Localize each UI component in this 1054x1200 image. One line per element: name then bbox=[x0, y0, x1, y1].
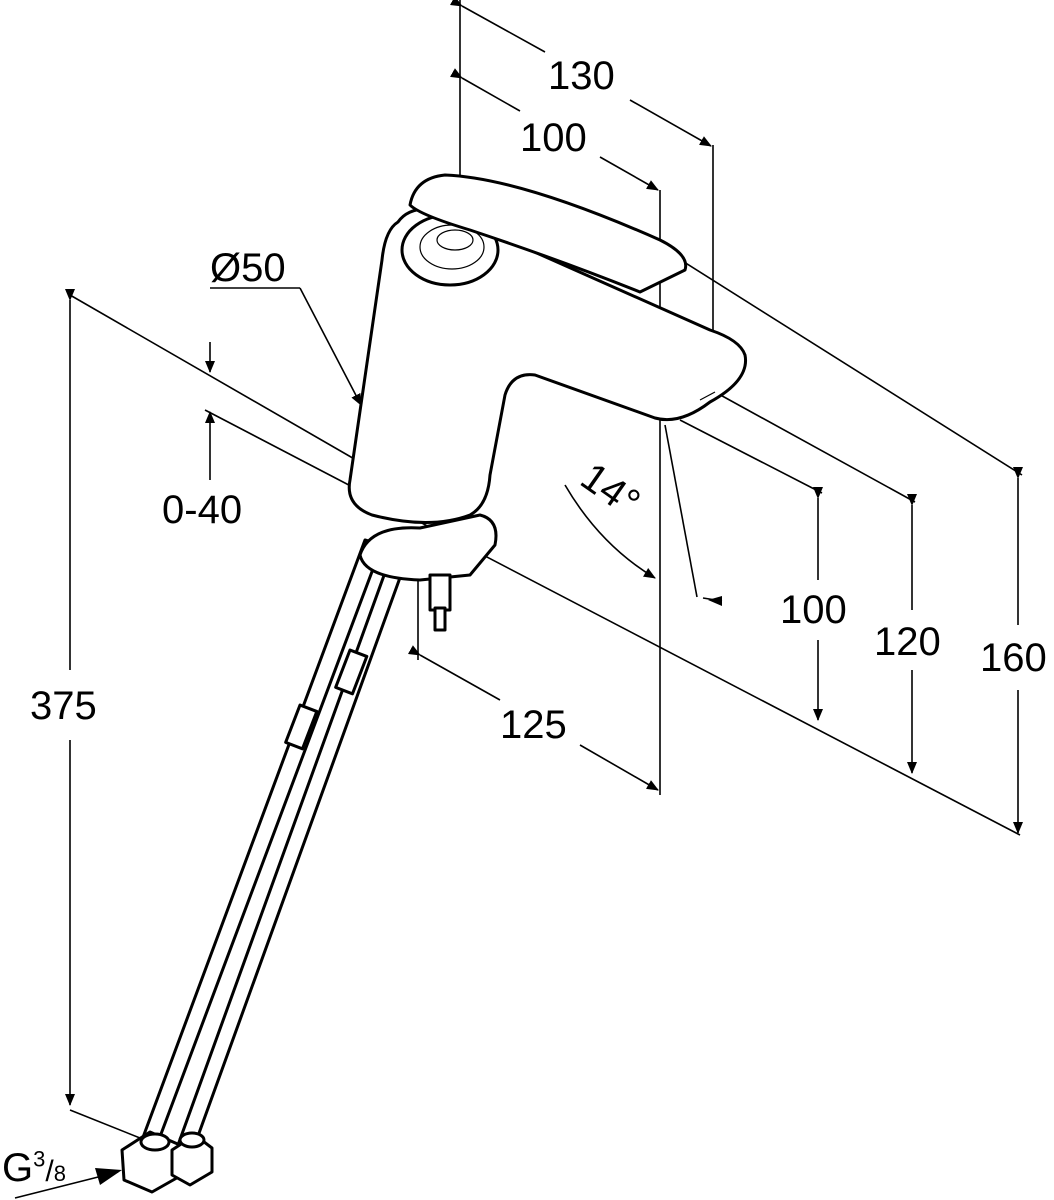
diameter-leader bbox=[210, 287, 362, 406]
dimension-height-lines bbox=[664, 249, 1023, 834]
thread-label: G3/8 bbox=[2, 1146, 66, 1190]
dimension-label-100-top: 100 bbox=[520, 116, 587, 160]
dimension-label-100-right: 100 bbox=[780, 588, 847, 632]
dimension-label-diameter: Ø50 bbox=[210, 246, 286, 290]
dimension-label-0-40: 0-40 bbox=[162, 488, 243, 532]
angle-14-lines bbox=[564, 424, 723, 606]
mounting-bracket bbox=[358, 513, 498, 632]
supply-hoses bbox=[120, 538, 412, 1194]
faucet-body bbox=[347, 173, 748, 524]
dimension-label-130: 130 bbox=[548, 54, 615, 98]
thread-label-letter: G bbox=[2, 1146, 34, 1190]
dimension-label-375: 375 bbox=[30, 684, 97, 728]
dimension-100-top-lines bbox=[449, 68, 661, 795]
dimension-label-125: 125 bbox=[500, 703, 567, 747]
dimension-label-160: 160 bbox=[980, 636, 1047, 680]
thread-fraction-num: 3 bbox=[33, 1146, 46, 1172]
dimension-label-120: 120 bbox=[874, 620, 941, 664]
dimension-0-40-lines bbox=[204, 342, 1021, 836]
thread-fraction-den: 8 bbox=[53, 1161, 66, 1186]
dimension-375-lines bbox=[65, 289, 371, 1141]
